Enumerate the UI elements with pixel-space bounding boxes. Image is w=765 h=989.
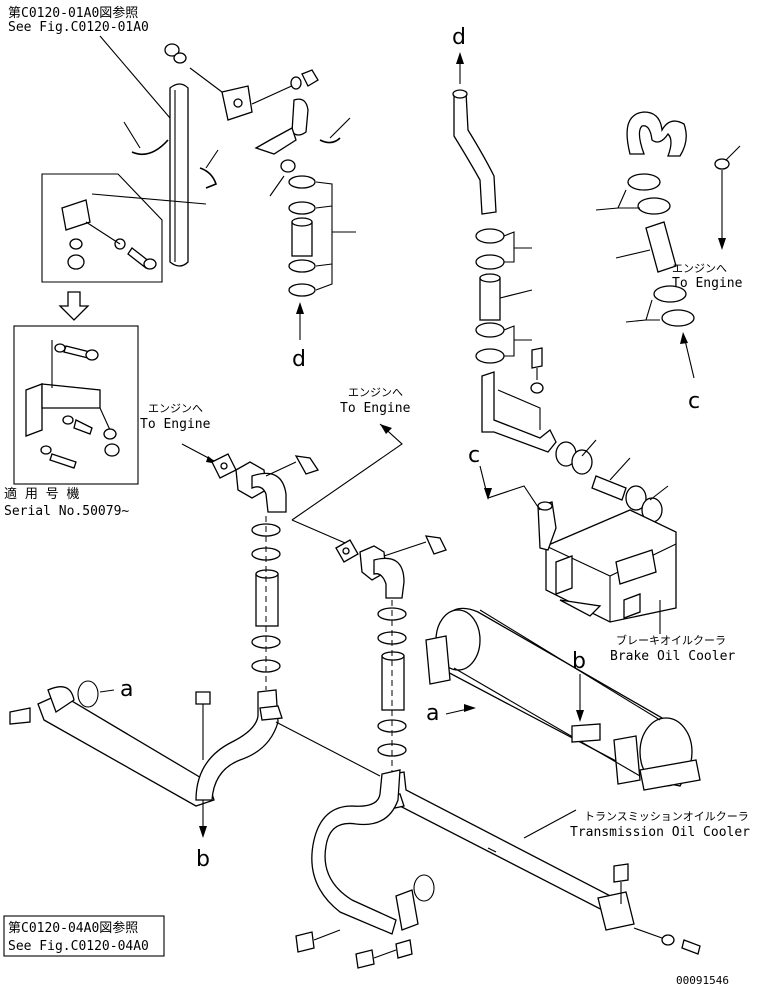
u-clamp	[123, 121, 219, 189]
trans-long-pipe	[381, 771, 623, 917]
trans-cooler-jp: トランスミッションオイルクーラ	[584, 810, 749, 823]
arrow-engine-mid	[291, 423, 403, 547]
detail-arrow-down	[58, 291, 90, 321]
upper-bracket	[164, 43, 319, 121]
bottom-ref-box	[3, 915, 165, 957]
hose-stack-mid	[377, 600, 407, 772]
left-lower-pipe	[9, 686, 283, 807]
engine-jp-1: エンジンへ	[672, 262, 727, 275]
arrow-d-up-left	[296, 302, 304, 340]
top-ref-en: See Fig.C0120-01A0	[8, 20, 149, 35]
top-ref-leader	[99, 35, 171, 119]
marker-c-right: c	[688, 389, 700, 414]
brake-oil-cooler	[537, 501, 677, 623]
detail-box-after	[13, 325, 139, 485]
brake-cooler-en: Brake Oil Cooler	[610, 649, 735, 664]
hose-stack-left	[251, 516, 281, 690]
marker-c-mid: c	[468, 443, 480, 468]
bolt-left-vertical	[195, 691, 211, 838]
marker-d-top: d	[452, 25, 466, 50]
gasket-flange-left	[211, 453, 320, 513]
upper-return-pipe	[452, 89, 497, 215]
detail-box-before	[41, 173, 207, 283]
serial-jp: 適 用 号 機	[4, 486, 79, 502]
arrow-c-mid	[479, 465, 541, 511]
brake-hose-set	[555, 439, 669, 523]
u-bend-hose	[626, 111, 741, 170]
trans-right-bracket	[597, 863, 701, 955]
brake-cooler-jp: ブレーキオイルクーラ	[616, 633, 726, 647]
frame-rail	[169, 83, 189, 267]
marker-b-left: b	[196, 847, 210, 872]
gasket-flange-mid	[335, 535, 447, 599]
marker-a-right: a	[426, 701, 439, 726]
engine-jp-2: エンジンへ	[348, 386, 403, 399]
elbow-fitting-top	[254, 98, 351, 197]
arrow-d-up-top	[456, 52, 464, 84]
arrow-b-right	[571, 674, 601, 743]
hose-stack-upper	[475, 228, 533, 364]
hose-stack-c	[595, 173, 695, 327]
engine-jp-3: エンジンへ	[148, 402, 203, 415]
arrow-engine-right	[718, 170, 726, 250]
top-ref-jp: 第C0120-01A0図参照	[8, 5, 138, 21]
bolt-washer-mid	[530, 347, 544, 394]
marker-d-left: d	[292, 347, 306, 372]
serial-en: Serial No.50079~	[4, 504, 129, 519]
arrow-a-right	[445, 704, 476, 715]
arrow-a-left	[77, 680, 115, 708]
hose-stack-d	[288, 175, 356, 297]
engine-en-1: To Engine	[672, 276, 743, 291]
transmission-oil-cooler	[425, 607, 701, 791]
bottom-ref-jp: 第C0120-04A0図参照	[8, 920, 138, 936]
marker-b-right: b	[572, 649, 586, 674]
trans-cooler-en: Transmission Oil Cooler	[570, 825, 750, 840]
drawing-number: 00091546	[676, 974, 729, 987]
bottom-s-pipe	[295, 769, 435, 969]
brake-inlet-pipe	[481, 371, 557, 453]
engine-en-3: To Engine	[140, 417, 211, 432]
bottom-ref-en: See Fig.C0120-04A0	[8, 939, 149, 954]
engine-en-2: To Engine	[340, 401, 411, 416]
marker-a-left: a	[120, 677, 133, 702]
arrow-c-up	[680, 332, 695, 379]
